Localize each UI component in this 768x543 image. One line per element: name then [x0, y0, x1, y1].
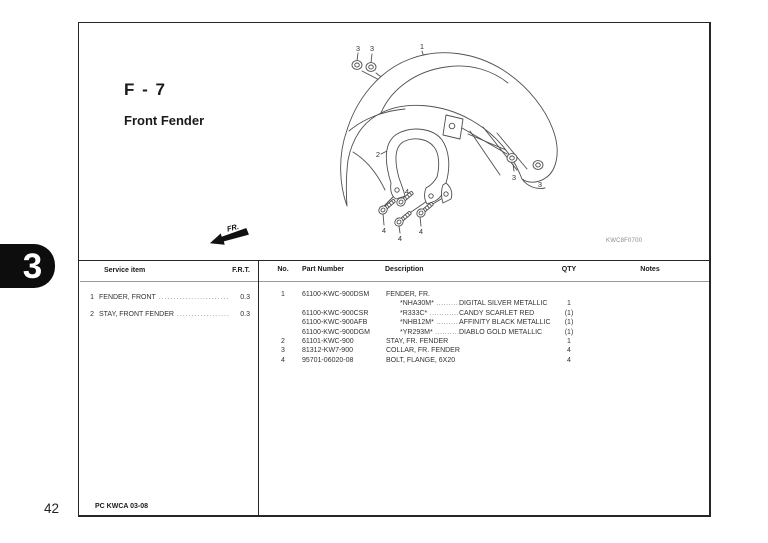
color-name: CANDY SCARLET RED	[459, 309, 535, 317]
color-code: *YR293M*	[400, 328, 459, 337]
service-row-name: FENDER, FRONT	[99, 294, 230, 301]
callout-collar-b: 3	[370, 44, 374, 53]
parts-table: 1 61100-KWC-900DSM FENDER, FR. *NHA30M*D…	[262, 290, 709, 365]
frt-header: F.R.T.	[232, 267, 250, 274]
table-row: 61100-KWC-900AFB *NHB12M*AFFINITY BLACK …	[262, 318, 709, 327]
description-header: Description	[385, 266, 424, 273]
callout-fender: 1	[420, 42, 424, 51]
part-description: STAY, FR. FENDER	[386, 337, 449, 345]
part-no: 2	[281, 337, 285, 345]
service-row-name: STAY, FRONT FENDER	[99, 311, 230, 318]
part-number: 61101-KWC-900	[302, 337, 354, 345]
service-table-header: Service item F.R.T.	[78, 262, 258, 279]
callout-collar-a: 3	[356, 44, 360, 53]
callout-stay: 2	[376, 150, 380, 159]
table-column-divider	[258, 260, 259, 516]
part-qty: (1)	[564, 309, 574, 317]
part-number: 61100-KWC-900DGM	[302, 328, 370, 336]
page-number: 42	[44, 501, 60, 516]
parts-table-header: No. Part Number Description QTY Notes	[262, 262, 709, 279]
table-row: 61100-KWC-900CSR *R333C*CANDY SCARLET RE…	[262, 309, 709, 318]
part-qty: 1	[567, 337, 571, 345]
part-number: 81312-KW7-900	[302, 347, 353, 355]
color-name: DIGITAL SILVER METALLIC	[459, 300, 548, 308]
callout-bolt-upper: 4	[405, 187, 409, 196]
callout-collar-d: 3	[538, 180, 542, 189]
table-row: 61100-KWC-900DGM *YR293M*DIABLO GOLD MET…	[262, 328, 709, 337]
table-header-rule	[80, 281, 709, 282]
part-description: BOLT, FLANGE, 6X20	[386, 356, 456, 364]
part-qty: (1)	[564, 328, 574, 336]
bolt-drawings	[378, 191, 434, 227]
part-no: 3	[281, 347, 285, 355]
part-number: 61100-KWC-900AFB	[302, 319, 368, 327]
fender-stay-drawing	[385, 128, 453, 205]
color-code: *R333C*	[400, 309, 459, 318]
part-no: 4	[281, 356, 285, 364]
table-row: *NHA30M*DIGITAL SILVER METALLIC 1	[262, 299, 709, 308]
color-name: DIABLO GOLD METALLIC	[459, 328, 543, 336]
front-fender-drawing	[340, 52, 558, 207]
callout-bolt-right: 4	[419, 227, 423, 236]
service-row-no: 2	[90, 310, 94, 318]
table-row: 1 61100-KWC-900DSM FENDER, FR.	[262, 290, 709, 299]
service-row: 2 STAY, FRONT FENDER 0.3	[78, 306, 258, 323]
part-qty: 4	[567, 356, 571, 364]
callout-labels: 3 3 1 2 4 4 4 4 3 3	[356, 42, 542, 243]
callout-bolt-left: 4	[382, 226, 386, 235]
part-qty: (1)	[564, 319, 574, 327]
part-qty: 4	[567, 347, 571, 355]
part-number: 61100-KWC-900DSM	[302, 291, 370, 298]
color-code: *NHB12M*	[400, 318, 459, 327]
section-code: F - 7	[124, 80, 167, 99]
service-row: 1 FENDER, FRONT 0.3	[78, 289, 258, 306]
callout-bolt-middle: 4	[398, 234, 402, 243]
collar-drawings	[351, 60, 544, 170]
service-row-frt: 0.3	[240, 293, 250, 301]
fr-label: FR.	[226, 222, 240, 234]
catalog-code: PC KWCA 03-08	[95, 503, 149, 510]
qty-header: QTY	[561, 266, 577, 273]
table-row: 3 81312-KW7-900 COLLAR, FR. FENDER 4	[262, 346, 709, 355]
front-arrow-icon	[209, 228, 249, 245]
part-qty: 1	[567, 300, 571, 308]
no-header: No.	[277, 266, 289, 273]
table-row: 4 95701-06020-08 BOLT, FLANGE, 6X20 4	[262, 356, 709, 365]
color-name: AFFINITY BLACK METALLIC	[459, 319, 551, 327]
fr-direction-arrow: FR.	[209, 222, 249, 245]
part-description: FENDER, FR.	[386, 291, 430, 298]
part-description: COLLAR, FR. FENDER	[386, 347, 460, 355]
section-tab: 3	[0, 244, 55, 288]
service-row-frt: 0.3	[240, 310, 250, 318]
part-number-header: Part Number	[302, 266, 345, 273]
table-top-rule	[78, 260, 710, 261]
service-row-no: 1	[90, 293, 94, 301]
section-tab-number: 3	[22, 246, 43, 286]
diagram-code: KWC8F0700	[606, 238, 643, 244]
part-no: 1	[281, 291, 285, 298]
callout-collar-c: 3	[512, 173, 516, 182]
color-code: *NHA30M*	[400, 299, 459, 308]
part-number: 61100-KWC-900CSR	[302, 309, 369, 317]
page-title: Front Fender	[124, 113, 205, 128]
notes-header: Notes	[640, 266, 660, 273]
service-table: 1 FENDER, FRONT 0.3 2 STAY, FRONT FENDER…	[78, 289, 258, 323]
part-number: 95701-06020-08	[302, 356, 354, 364]
service-item-header: Service item	[104, 267, 146, 274]
table-row: 2 61101-KWC-900 STAY, FR. FENDER 1	[262, 337, 709, 346]
